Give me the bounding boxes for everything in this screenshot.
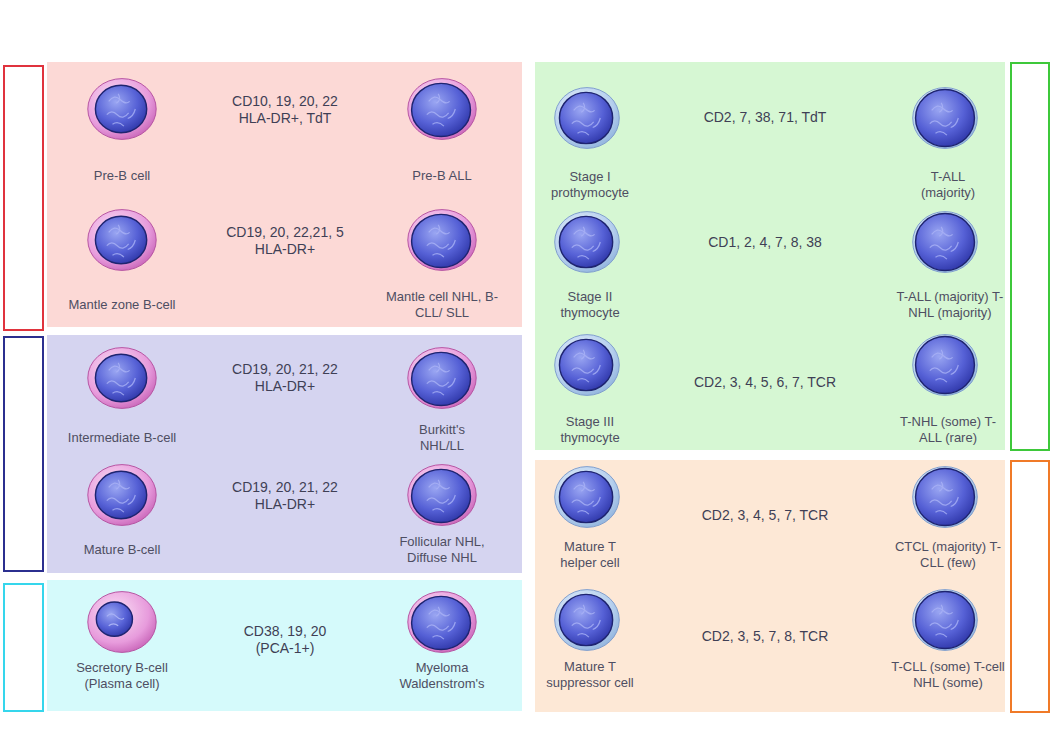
side-box [1011,63,1049,450]
neoplasm-name: T-CLL (some) T-cell NHL (some) [891,659,1006,690]
cell-name: Mature T helper cell [545,539,635,570]
cell-icon [408,465,476,526]
cell-icon [88,210,156,271]
marker-list: CD2, 3, 5, 7, 8, TCR [655,628,875,645]
neoplasm-name: T-NHL (some) T-ALL (rare) [898,414,998,445]
cell-icon [408,210,476,271]
marker-list: CD2, 3, 4, 5, 6, 7, TCR [655,374,875,391]
cell-name: Mantle zone B-cell [67,297,177,313]
neoplasm-name: Pre-B ALL [382,168,502,184]
panel [47,335,522,573]
cell-name: Pre-B cell [62,168,182,184]
cell-name: Stage I prothymocyte [540,169,640,200]
cell-icon [408,348,476,409]
cell-icon [913,467,978,528]
cell-name: Intermediate B-cell [67,430,177,446]
cell-icon [555,335,620,396]
cell-icon [555,467,620,528]
cell-icon [555,590,620,651]
cell-icon [913,590,978,651]
marker-list: CD2, 3, 4, 5, 7, TCR [655,507,875,524]
marker-list: CD19, 20, 21, 22 HLA-DR+ [223,479,348,513]
cell-icon [88,465,156,526]
marker-list: CD10, 19, 20, 22 HLA-DR+, TdT [220,93,350,127]
cell-name: Stage III thymocyte [545,414,635,445]
marker-list: CD19, 20, 21, 22 HLA-DR+ [223,361,348,395]
cell-icon [555,88,620,149]
neoplasm-name: T-ALL (majority) [908,169,988,200]
neoplasm-name: Mantle cell NHL, B-CLL/ SLL [382,289,502,320]
neoplasm-name: T-ALL (majority) T-NHL (majority) [894,289,1006,320]
neoplasm-name: Myeloma Waldenstrom's [392,660,492,691]
cell-icon [555,212,620,273]
cell-icon [913,88,978,149]
cell-icon [88,79,156,140]
marker-list: CD19, 20, 22,21, 5 HLA-DR+ [220,224,350,258]
cell-icon [913,212,978,273]
cell-icon [408,592,476,653]
neoplasm-name: Follicular NHL, Diffuse NHL [382,534,502,565]
cell-icon [88,592,156,653]
cell-name: Secretory B-cell (Plasma cell) [57,660,187,691]
neoplasm-name: Burkitt's NHL/LL [397,422,487,453]
side-box [4,584,43,711]
marker-list: CD2, 7, 38, 71, TdT [655,109,875,126]
cell-icon [913,335,978,396]
side-box [4,337,43,571]
panel [47,62,522,327]
cell-name: Mature B-cell [57,542,187,558]
marker-list: CD38, 19, 20 (PCA-1+) [235,623,335,657]
cell-name: Mature T suppressor cell [540,659,640,690]
cell-icon [408,79,476,140]
panel [47,580,522,711]
neoplasm-name: CTCL (majority) T-CLL (few) [893,539,1003,570]
side-box [1011,461,1049,712]
cell-icon [88,348,156,409]
panel [535,460,1005,712]
marker-list: CD1, 2, 4, 7, 8, 38 [655,234,875,251]
side-box [4,66,43,330]
panel [535,62,1005,450]
cell-name: Stage II thymocyte [545,289,635,320]
